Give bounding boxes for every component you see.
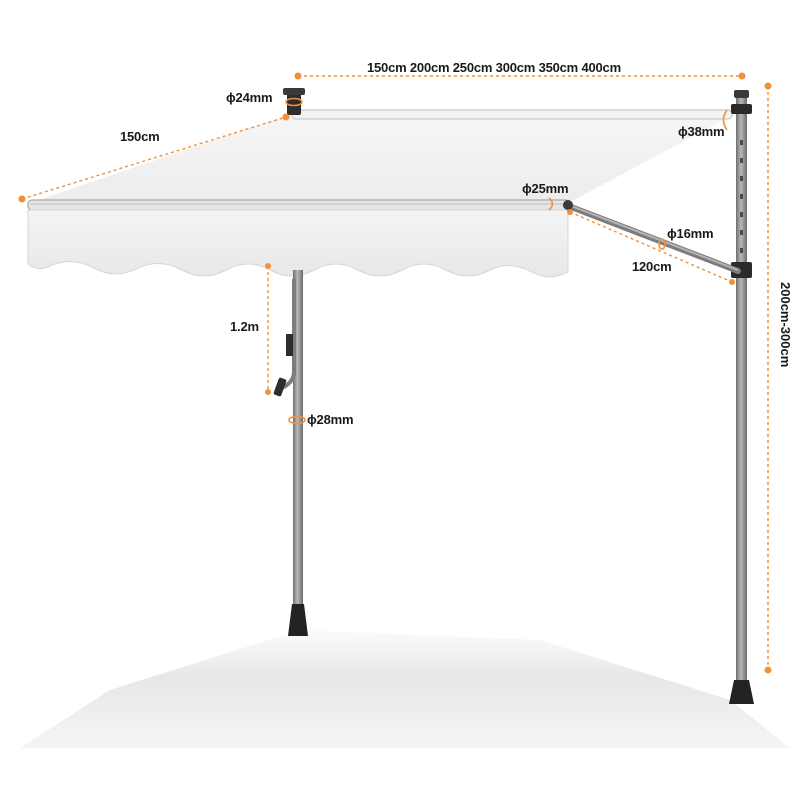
front-bar-diameter-label: ϕ25mm — [522, 181, 569, 196]
rear-pole-foot — [729, 680, 754, 704]
arm-diameter-label: ϕ16mm — [667, 226, 714, 241]
dimension-endpoints — [18, 72, 772, 674]
projection-label: 150cm — [120, 129, 160, 144]
front-pole-diameter-label: ϕ28mm — [307, 412, 354, 427]
height-range-label: 200cm-300cm — [778, 282, 793, 368]
arm-length-label: 120cm — [632, 259, 672, 274]
floor-shadow — [20, 630, 790, 748]
arm-bracket — [731, 262, 752, 278]
front-bar — [27, 199, 571, 211]
rear-pole-diameter-label: ϕ38mm — [678, 124, 725, 139]
front-pole — [293, 270, 303, 615]
crank-length-label: 1.2m — [230, 319, 259, 334]
top-roller-bar — [291, 109, 733, 120]
top-bar-diameter-label: ϕ24mm — [226, 90, 273, 105]
dimension-lines — [21, 75, 769, 670]
valance-fabric — [27, 209, 569, 278]
diameter-markers — [285, 97, 728, 425]
rear-pole-top-clamp — [731, 104, 752, 114]
canopy-fabric — [30, 114, 735, 203]
front-pole-foot — [288, 604, 308, 636]
rear-pole — [736, 96, 747, 691]
width-options-label: 150cm 200cm 250cm 300cm 350cm 400cm — [367, 60, 621, 75]
